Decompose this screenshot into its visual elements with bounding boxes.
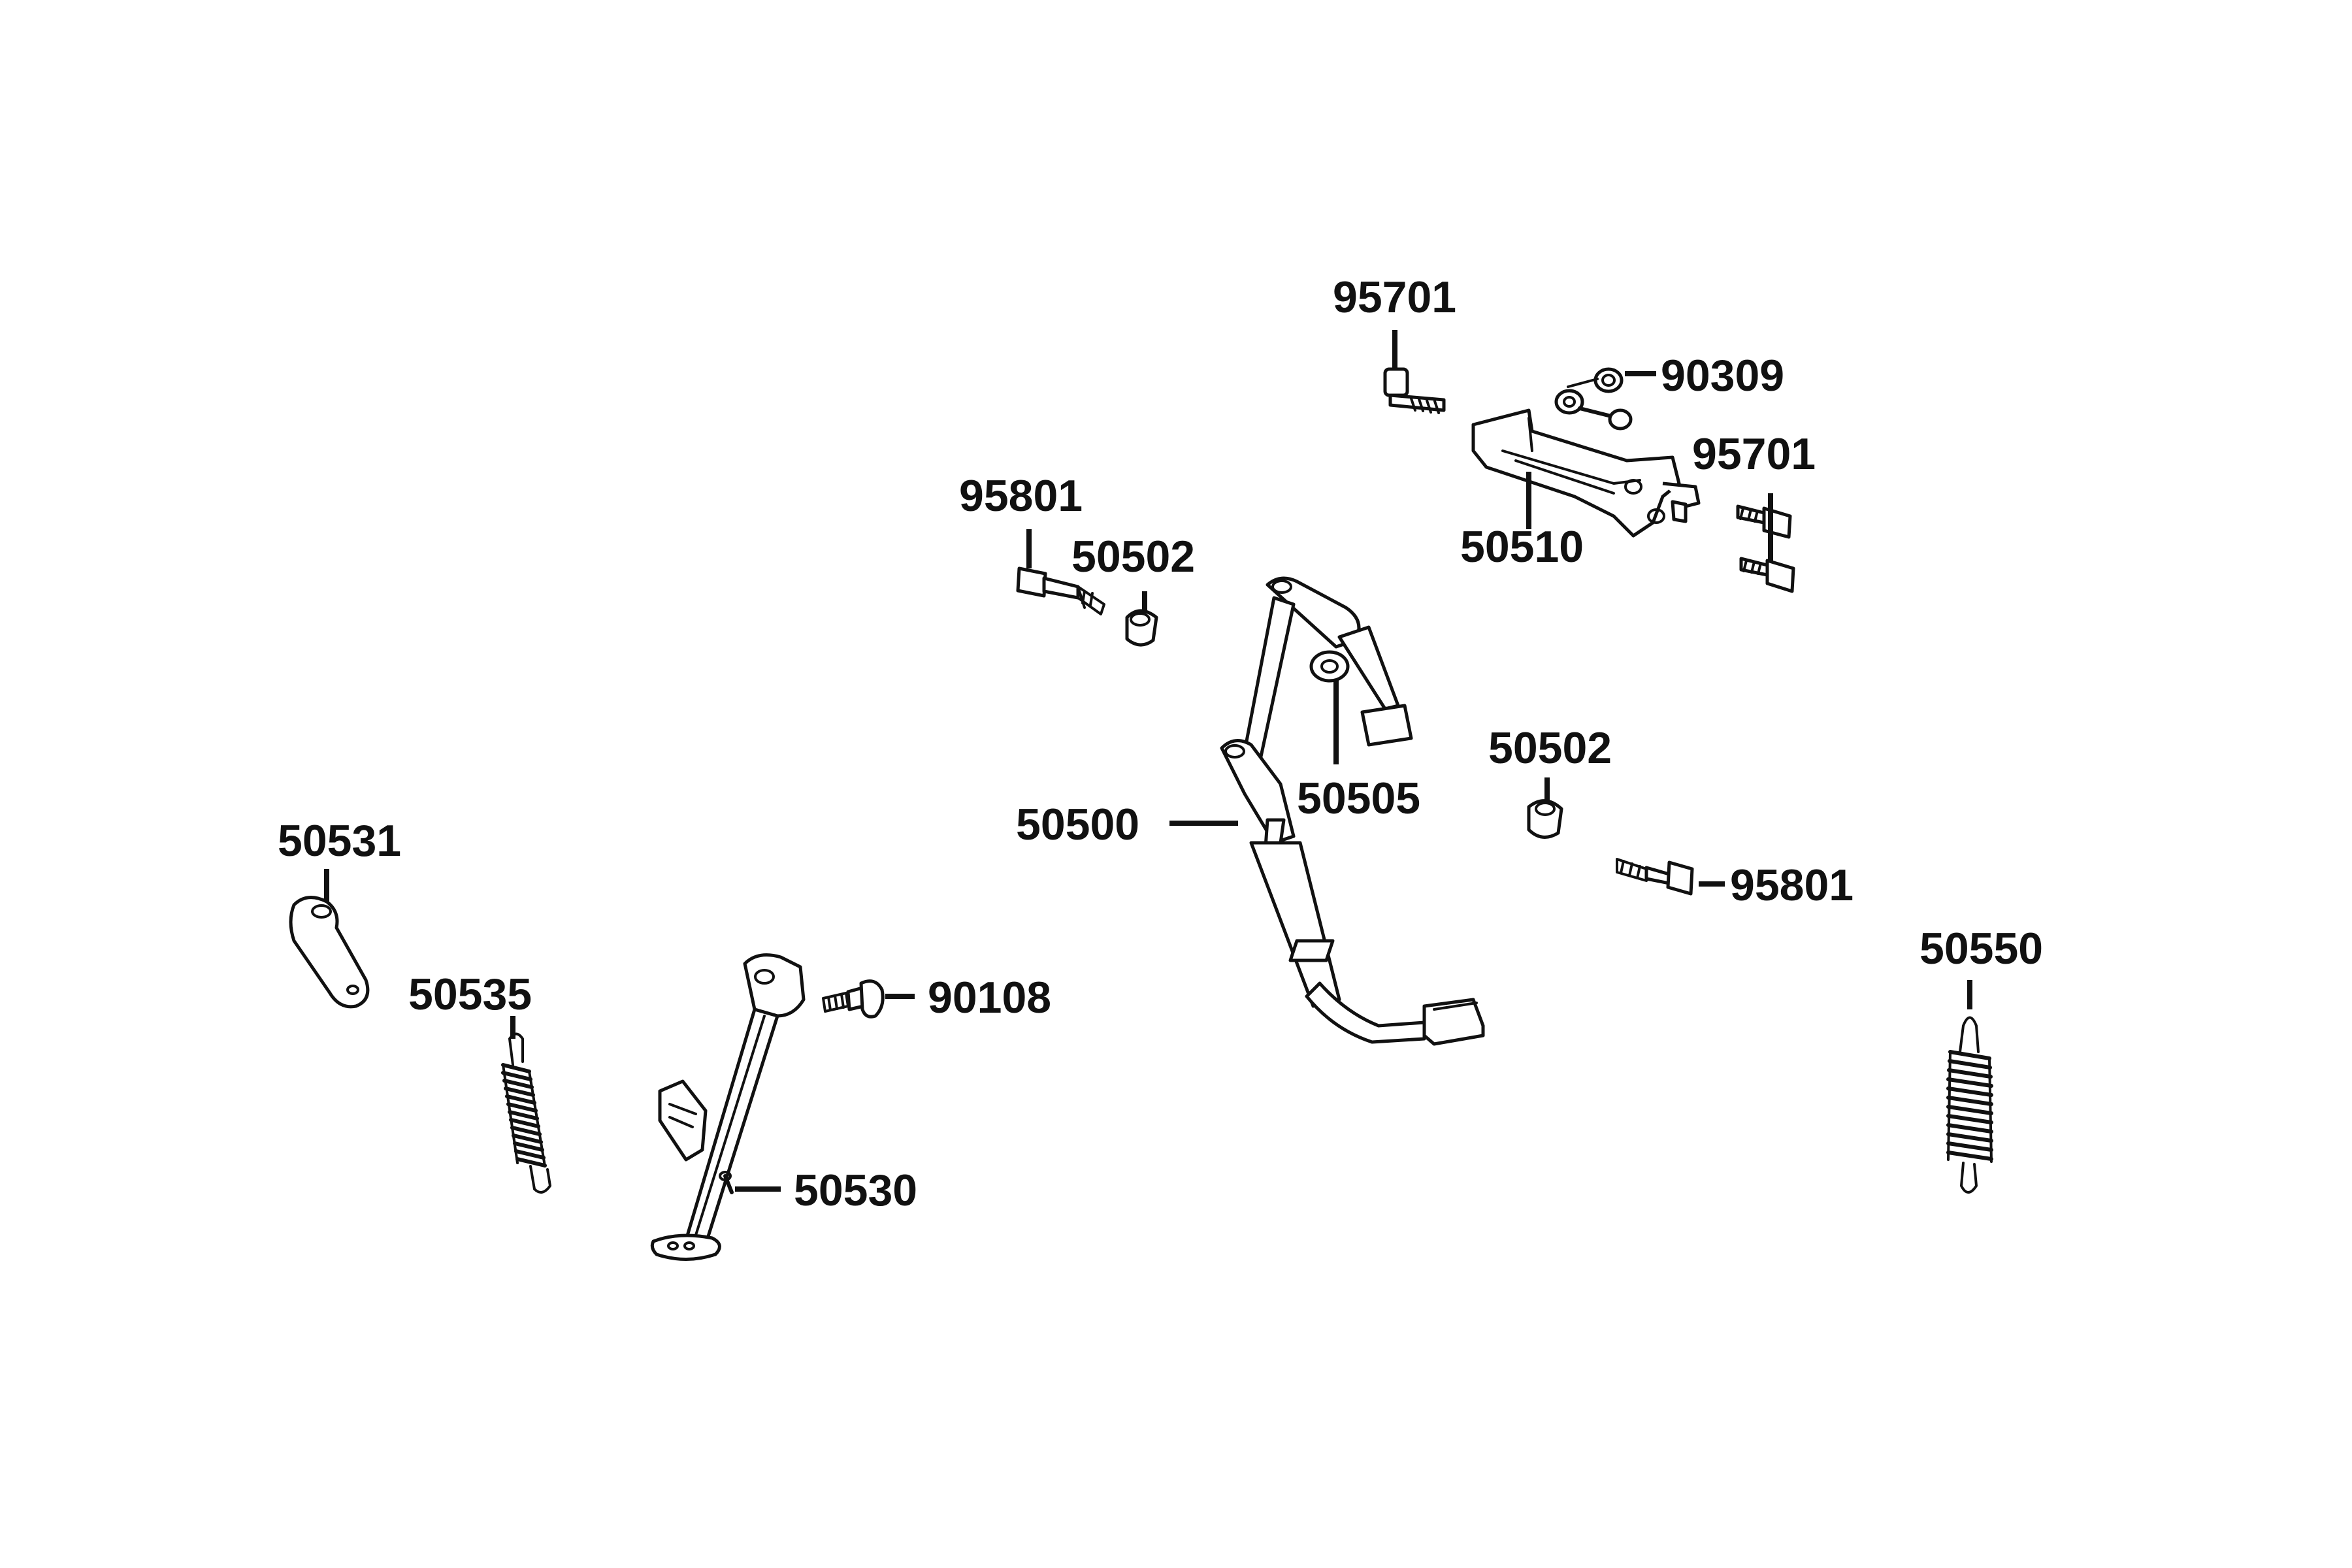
part-label-50530: 50530 bbox=[794, 1166, 917, 1215]
part-label-95701-right: 95701 bbox=[1692, 429, 1816, 479]
part-label-50505: 50505 bbox=[1297, 774, 1420, 823]
bolt-95801-left-illustration bbox=[1016, 566, 1105, 615]
bolt-95701-right-illustration bbox=[1736, 504, 1795, 593]
part-label-90309: 90309 bbox=[1661, 351, 1784, 400]
part-label-95801-right: 95801 bbox=[1730, 860, 1854, 910]
main-stand-50500-illustration bbox=[1220, 576, 1485, 1046]
collar-nut-50502-left-illustration bbox=[1125, 609, 1158, 647]
part-label-50550: 50550 bbox=[1919, 924, 2043, 973]
leader-lines bbox=[324, 330, 1972, 1192]
part-label-95801-left: 95801 bbox=[959, 471, 1083, 521]
part-label-50535: 50535 bbox=[408, 970, 532, 1019]
nut-90309-illustration bbox=[1554, 367, 1633, 431]
collar-nut-50502-right-illustration bbox=[1527, 799, 1563, 839]
spring-50550-illustration bbox=[1946, 1016, 1993, 1194]
part-label-50500: 50500 bbox=[1016, 800, 1139, 849]
spring-50535-illustration bbox=[501, 1032, 551, 1194]
part-label-90108: 90108 bbox=[928, 973, 1051, 1022]
plate-50531-illustration bbox=[289, 896, 370, 1009]
stand-bracket-50510-illustration bbox=[1471, 408, 1701, 538]
pivot-bolt-90108-illustration bbox=[822, 979, 885, 1019]
bolt-95801-right-illustration bbox=[1616, 858, 1694, 896]
part-label-50502-left: 50502 bbox=[1071, 532, 1195, 581]
bolt-95701-top-illustration bbox=[1383, 367, 1446, 414]
part-label-50510: 50510 bbox=[1460, 522, 1584, 572]
part-label-95701-top: 95701 bbox=[1333, 272, 1456, 322]
part-label-50502-right: 50502 bbox=[1488, 723, 1612, 773]
side-stand-50530-illustration bbox=[650, 953, 806, 1261]
part-label-50531: 50531 bbox=[278, 816, 401, 866]
